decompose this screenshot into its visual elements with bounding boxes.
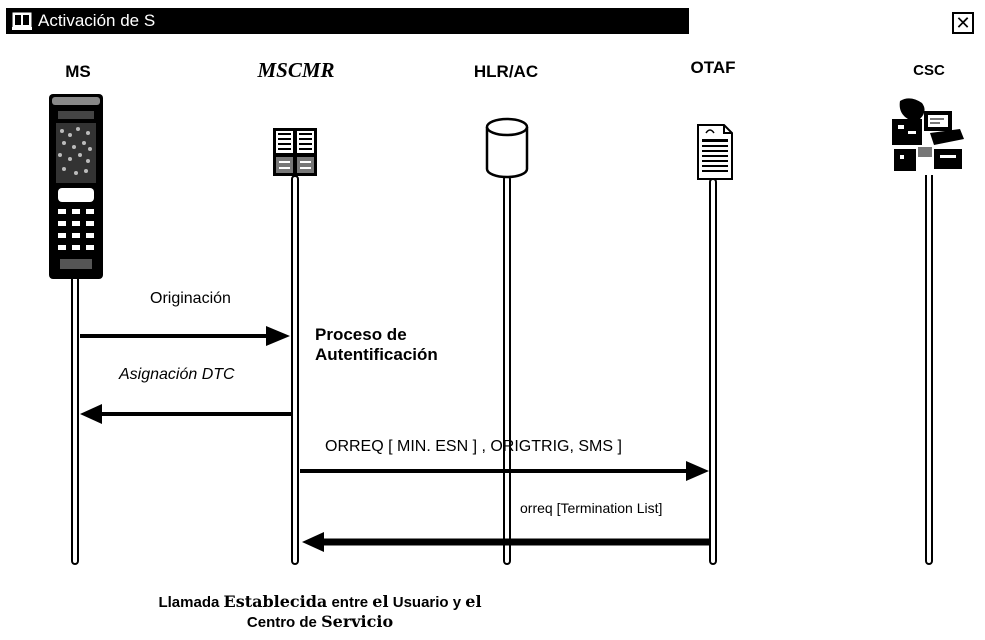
entity-label-ms: MS xyxy=(65,62,91,81)
footer-text-1: Llamada xyxy=(158,594,224,611)
footer-caption: Llamada Establecida entre el Usuario y e… xyxy=(120,592,520,632)
label-orreq: ORREQ [ MIN. ESN ] , ORIGTRIG, SMS ] xyxy=(325,438,622,455)
switch-cabinet-icon xyxy=(273,128,317,176)
footer-text-7: Centro de xyxy=(246,614,322,631)
footer-text-2: Establecida xyxy=(223,592,328,611)
entity-label-otaf: OTAF xyxy=(690,58,736,77)
document-icon xyxy=(697,124,733,180)
process-line-1: Proceso de xyxy=(315,325,407,344)
close-button[interactable]: ✕ xyxy=(952,12,974,34)
arrow-orreq xyxy=(300,461,709,481)
entity-label-mscmr: MSCMR xyxy=(257,58,335,82)
process-line-2: Autentificación xyxy=(315,345,438,364)
window-title: Activación de S xyxy=(38,11,156,30)
label-orreq-response: orreq [Termination List] xyxy=(520,500,663,516)
footer-text-4: el xyxy=(372,592,389,611)
window-titlebar: Activación de S ✕ xyxy=(6,5,976,35)
close-icon: ✕ xyxy=(955,13,971,33)
database-cylinder-icon xyxy=(485,117,529,179)
label-assignment: Asignación DTC xyxy=(119,366,235,383)
entity-label-csc: CSC xyxy=(913,62,945,79)
footer-line-1: Llamada Establecida entre el Usuario y e… xyxy=(120,592,520,612)
entity-label-hlr: HLR/AC xyxy=(473,62,539,81)
footer-text-3: entre xyxy=(327,594,373,611)
mobile-phone-icon xyxy=(49,94,103,279)
footer-text-8: Servicio xyxy=(321,612,394,631)
arrow-assignment xyxy=(80,404,291,424)
footer-text-6: el xyxy=(465,592,482,611)
label-origination: Originación xyxy=(150,290,231,307)
titlebar-background xyxy=(6,8,689,34)
process-note: Proceso de Autentificación xyxy=(315,325,438,365)
arrow-orreq-response xyxy=(302,532,709,552)
footer-text-5: Usuario y xyxy=(388,594,466,611)
service-operator-icon xyxy=(890,97,966,175)
app-icon xyxy=(12,12,32,30)
footer-line-2: Centro de Servicio xyxy=(120,612,520,632)
arrow-origination xyxy=(80,326,290,346)
